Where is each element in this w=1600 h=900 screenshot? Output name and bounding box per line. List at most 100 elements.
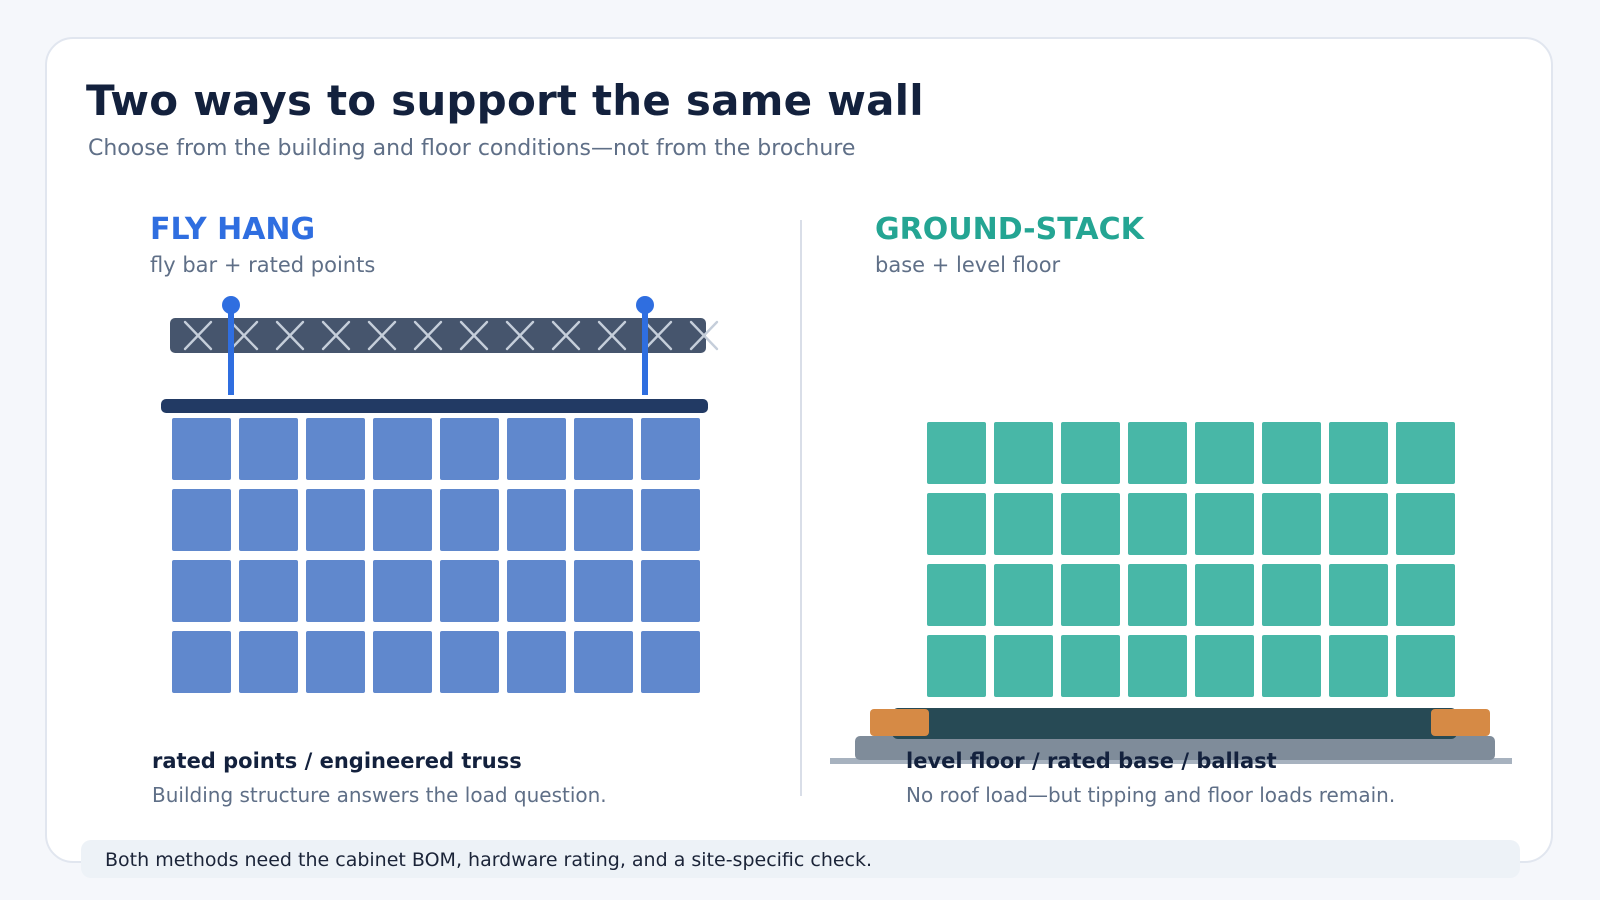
truss-brace bbox=[643, 320, 673, 351]
page-subtitle: Choose from the building and floor condi… bbox=[88, 136, 856, 161]
ballast-left bbox=[870, 709, 929, 736]
cabinet bbox=[373, 489, 432, 551]
cabinet bbox=[1262, 564, 1321, 626]
cabinet bbox=[1061, 422, 1120, 484]
truss-beam bbox=[170, 318, 706, 353]
cabinet bbox=[1396, 564, 1455, 626]
cabinet bbox=[306, 489, 365, 551]
cabinet bbox=[1128, 564, 1187, 626]
cabinet bbox=[574, 489, 633, 551]
rigging-point-left bbox=[222, 296, 240, 314]
ground-stack-subtitle: base + level floor bbox=[875, 253, 1061, 277]
cabinet bbox=[1195, 564, 1254, 626]
cabinet bbox=[641, 489, 700, 551]
fly-hang-caption-text: Building structure answers the load ques… bbox=[152, 783, 607, 807]
fly-cabinet-grid bbox=[172, 418, 700, 693]
cabinet bbox=[306, 631, 365, 693]
footer-note-box: Both methods need the cabinet BOM, hardw… bbox=[81, 840, 1520, 878]
footer-note: Both methods need the cabinet BOM, hardw… bbox=[105, 849, 873, 871]
cabinet bbox=[927, 493, 986, 555]
page-title: Two ways to support the same wall bbox=[86, 76, 924, 125]
floor-line bbox=[830, 758, 1512, 764]
cabinet bbox=[440, 631, 499, 693]
panel-divider bbox=[800, 220, 802, 796]
cabinet bbox=[172, 418, 231, 480]
cabinet bbox=[1061, 635, 1120, 697]
cabinet bbox=[574, 418, 633, 480]
truss-brace bbox=[183, 320, 213, 351]
cabinet bbox=[1262, 422, 1321, 484]
ground-stack-caption-text: No roof load—but tipping and floor loads… bbox=[906, 783, 1396, 807]
cabinet bbox=[172, 560, 231, 622]
cabinet bbox=[927, 635, 986, 697]
cabinet bbox=[1195, 635, 1254, 697]
truss-brace bbox=[321, 320, 351, 351]
cabinet bbox=[994, 635, 1053, 697]
cabinet bbox=[1061, 564, 1120, 626]
cabinet bbox=[574, 560, 633, 622]
cabinet bbox=[1128, 635, 1187, 697]
cabinet bbox=[239, 560, 298, 622]
cabinet bbox=[1262, 635, 1321, 697]
cabinet bbox=[1262, 493, 1321, 555]
cabinet bbox=[373, 560, 432, 622]
cabinet bbox=[306, 418, 365, 480]
cabinet bbox=[1396, 493, 1455, 555]
cabinet bbox=[994, 493, 1053, 555]
cabinet bbox=[373, 631, 432, 693]
cabinet bbox=[1195, 422, 1254, 484]
fly-bar bbox=[161, 399, 708, 413]
truss-lattice bbox=[183, 320, 719, 351]
cabinet bbox=[172, 489, 231, 551]
ground-stack-illustration bbox=[830, 422, 1512, 764]
cabinet bbox=[1396, 635, 1455, 697]
truss-brace bbox=[275, 320, 305, 351]
cabinet bbox=[574, 631, 633, 693]
truss-brace bbox=[459, 320, 489, 351]
truss-brace bbox=[505, 320, 535, 351]
ground-stack-title: GROUND-STACK bbox=[875, 212, 1144, 247]
cabinet bbox=[994, 422, 1053, 484]
fly-hang-subtitle: fly bar + rated points bbox=[150, 253, 376, 277]
cabinet bbox=[239, 631, 298, 693]
cabinet bbox=[507, 418, 566, 480]
base-plate bbox=[855, 736, 1495, 760]
cabinet bbox=[641, 560, 700, 622]
cabinet bbox=[1195, 493, 1254, 555]
cabinet bbox=[1128, 493, 1187, 555]
cabinet bbox=[507, 631, 566, 693]
cabinet bbox=[373, 418, 432, 480]
rigging-point-right bbox=[636, 296, 654, 314]
fly-hang-caption-title: rated points / engineered truss bbox=[152, 749, 522, 773]
ground-stack-caption-title: level floor / rated base / ballast bbox=[906, 749, 1277, 773]
cabinet bbox=[927, 422, 986, 484]
cabinet bbox=[1396, 422, 1455, 484]
cabinet bbox=[440, 489, 499, 551]
cabinet bbox=[1128, 422, 1187, 484]
cabinet bbox=[1329, 493, 1388, 555]
ground-cabinet-grid bbox=[927, 422, 1455, 697]
cabinet bbox=[994, 564, 1053, 626]
cabinet bbox=[239, 489, 298, 551]
cabinet bbox=[1329, 422, 1388, 484]
cabinet bbox=[927, 564, 986, 626]
fly-hang-title: FLY HANG bbox=[150, 212, 316, 247]
truss-brace bbox=[597, 320, 627, 351]
fly-hang-illustration bbox=[161, 296, 719, 693]
cabinet bbox=[641, 418, 700, 480]
cabinet bbox=[172, 631, 231, 693]
truss-brace bbox=[551, 320, 581, 351]
ground-base bbox=[892, 708, 1457, 739]
truss-brace bbox=[413, 320, 443, 351]
cabinet bbox=[306, 560, 365, 622]
truss-brace bbox=[367, 320, 397, 351]
ballast-right bbox=[1431, 709, 1490, 736]
truss-brace bbox=[229, 320, 259, 351]
cabinet bbox=[440, 418, 499, 480]
truss-brace bbox=[689, 320, 719, 351]
cabinet bbox=[641, 631, 700, 693]
cabinet bbox=[507, 560, 566, 622]
cabinet bbox=[1061, 493, 1120, 555]
cabinet bbox=[1329, 564, 1388, 626]
